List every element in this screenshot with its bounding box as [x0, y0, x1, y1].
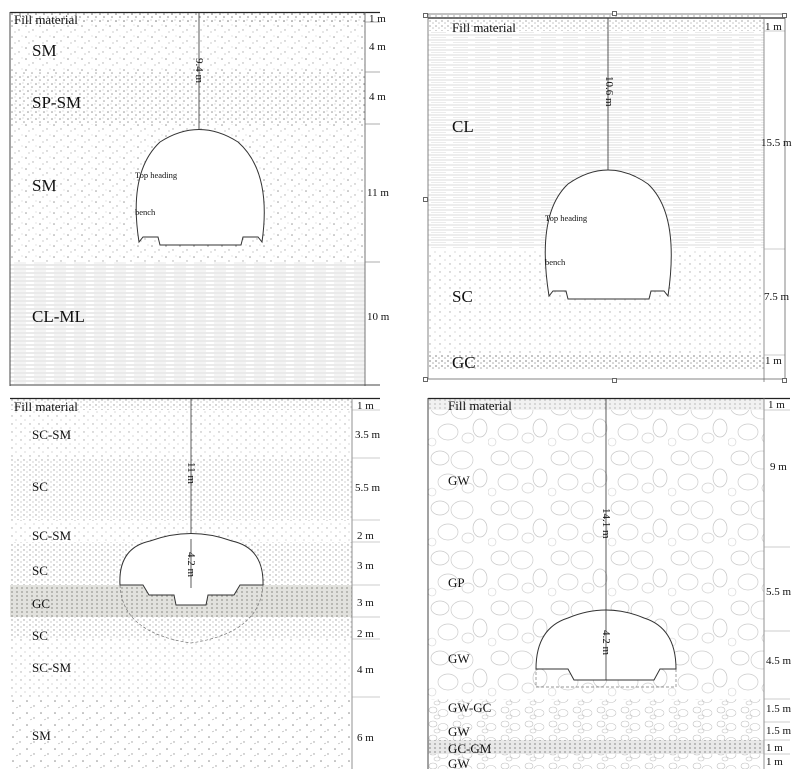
panel-a-drawing	[9, 11, 380, 386]
height-label: 4.2 m	[600, 630, 612, 656]
layer-label: SP-SM	[32, 93, 82, 112]
layer-label: GW	[448, 724, 470, 739]
panel-d-drawing	[427, 397, 790, 769]
selection-handle[interactable]	[423, 13, 428, 18]
thickness-label: 1.5 m	[766, 725, 792, 737]
layer-sc-sm-3	[10, 639, 352, 697]
layer-label: GW	[448, 651, 470, 666]
layer-fill	[10, 12, 365, 22]
layer-sc-sm-1	[10, 410, 352, 458]
depth-label: 9.4 m	[193, 58, 205, 84]
selection-handle[interactable]	[423, 197, 428, 202]
thickness-label: 5.5 m	[355, 482, 381, 494]
layer-cl-ml	[10, 262, 365, 386]
thickness-label: 11 m	[367, 187, 389, 199]
thickness-label: 4 m	[369, 41, 386, 53]
thickness-label: 10 m	[367, 311, 390, 323]
layer-label: Fill material	[452, 20, 516, 35]
thickness-label: 1 m	[766, 756, 783, 768]
thickness-label: 4 m	[357, 664, 374, 676]
thickness-label: 3 m	[357, 597, 374, 609]
thickness-label: 7.5 m	[764, 291, 790, 303]
thickness-label: 4.5 m	[766, 655, 792, 667]
panel-c-drawing	[10, 397, 380, 769]
layer-gw-4	[428, 754, 764, 769]
bench-label: bench	[135, 207, 156, 217]
tunnel-outline	[119, 533, 264, 606]
thickness-label: 1 m	[369, 13, 386, 25]
tunnel-outline	[544, 169, 672, 300]
thickness-label: 1 m	[765, 355, 782, 367]
layer-sc-1	[10, 458, 352, 520]
thickness-label: 3.5 m	[355, 429, 381, 441]
selection-handle[interactable]	[782, 13, 787, 18]
thickness-label: 1 m	[766, 742, 783, 754]
layer-label: SM	[32, 41, 57, 60]
thickness-label: 3 m	[357, 560, 374, 572]
layer-gc	[428, 355, 764, 369]
layer-label: GC	[32, 596, 51, 611]
layer-sc-3	[10, 617, 352, 639]
panel-a-soil-profile: Fill material SM SP-SM SM CL-ML 1 m 4 m …	[9, 11, 389, 386]
selection-handle[interactable]	[423, 377, 428, 382]
layer-sp-sm	[10, 72, 365, 124]
panel-b-soil-profile: Fill material CL SC GC 1 m 15.5 m 7.5 m …	[427, 13, 792, 382]
layer-label: SC-SM	[32, 528, 72, 543]
height-label: 4.2 m	[185, 552, 197, 578]
layer-label: GC	[452, 353, 476, 372]
layer-label: SC-SM	[32, 660, 72, 675]
layer-label: GW	[448, 756, 470, 771]
layer-label: Fill material	[448, 398, 512, 413]
selection-handle[interactable]	[782, 378, 787, 383]
layer-label: GP	[448, 575, 465, 590]
panel-d-soil-profile: Fill material GW GP GW GW-GC GW GC-GM GW…	[427, 397, 792, 771]
thickness-label: 9 m	[770, 461, 787, 473]
depth-label: 14.1 m	[600, 508, 612, 539]
layer-label: GW	[448, 473, 470, 488]
layer-sm-1	[10, 22, 365, 72]
layer-label: GC-GM	[448, 741, 492, 756]
panel-c-soil-profile: Fill material SC-SM SC SC-SM SC GC SC SC…	[10, 397, 381, 769]
layer-label: Fill material	[14, 399, 78, 414]
depth-label: 10.6 m	[603, 76, 615, 107]
tunnel-outline	[135, 129, 265, 246]
thickness-label: 4 m	[369, 91, 386, 103]
layer-label: CL-ML	[32, 307, 85, 326]
selection-handle[interactable]	[612, 378, 617, 383]
top-heading-label: Top heading	[545, 213, 588, 223]
thickness-label: 2 m	[357, 628, 374, 640]
layer-sc-sm-2	[10, 520, 352, 542]
layer-fill	[10, 398, 352, 410]
thickness-label: 5.5 m	[766, 586, 792, 598]
layer-label: SC	[452, 287, 473, 306]
layer-gw-gc	[428, 699, 764, 722]
thickness-label: 6 m	[357, 732, 374, 744]
layer-gw-1	[428, 410, 764, 547]
thickness-label: 1 m	[768, 399, 785, 411]
layer-label: SM	[32, 176, 57, 195]
layer-label: CL	[452, 117, 474, 136]
layer-label: SC-SM	[32, 427, 72, 442]
top-heading-label: Top heading	[135, 170, 178, 180]
layer-label: SC	[32, 479, 48, 494]
layer-gw-3	[428, 722, 764, 740]
panel-b-drawing	[427, 13, 786, 382]
thickness-label: 15.5 m	[761, 137, 792, 149]
selection-handle[interactable]	[612, 11, 617, 16]
layer-label: Fill material	[14, 12, 78, 27]
layer-sm	[10, 697, 352, 769]
thickness-label: 2 m	[357, 530, 374, 542]
tunnel-lower-dashed	[119, 584, 264, 644]
bench-label: bench	[545, 257, 566, 267]
thickness-label: 1.5 m	[766, 703, 792, 715]
layer-label: SM	[32, 728, 51, 743]
layer-fill	[428, 398, 764, 410]
thickness-label: 1 m	[357, 400, 374, 412]
depth-label: 11 m	[185, 462, 197, 484]
layer-label: GW-GC	[448, 700, 492, 715]
thickness-label: 1 m	[765, 21, 782, 33]
layer-gc-gm	[428, 740, 764, 754]
layer-label: SC	[32, 628, 48, 643]
layer-label: SC	[32, 563, 48, 578]
